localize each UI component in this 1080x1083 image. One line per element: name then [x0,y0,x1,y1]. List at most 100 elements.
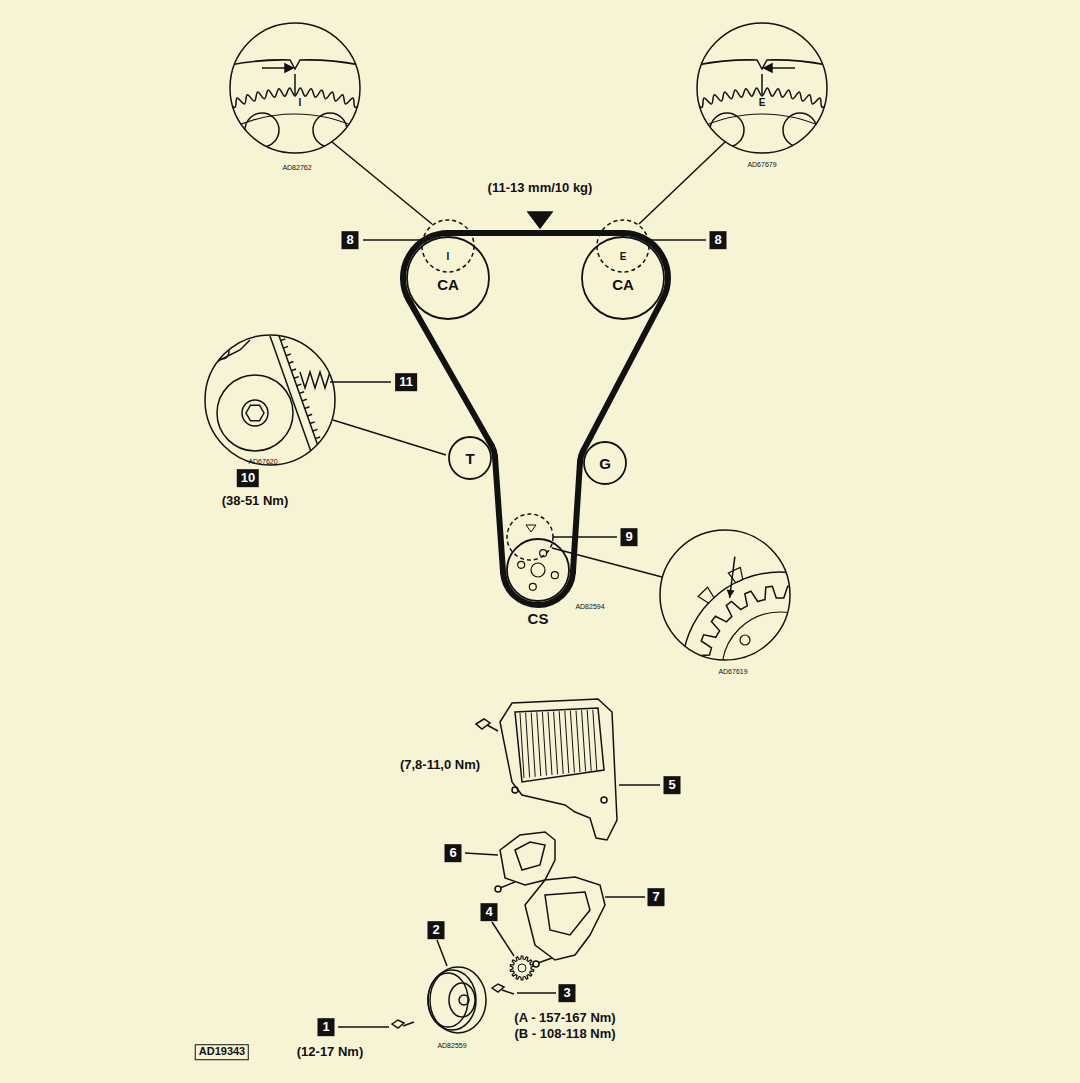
timing-belt [448,230,623,236]
detail-circle [697,23,827,153]
leader-line [363,239,422,241]
cover-rib [531,713,535,777]
cam-mark-detail [216,60,373,147]
drawing-part [500,699,617,840]
belt-teeth [289,362,294,364]
belt-teeth [313,429,318,431]
pulley-rim [407,237,489,319]
drawing-part [300,372,330,388]
drawing-part [601,797,607,803]
bolt [533,958,552,967]
gear-rim [692,114,832,132]
hole [740,635,750,645]
drawing-part [772,67,795,69]
belt-teeth [283,346,288,348]
cover-rib [520,713,524,778]
cover-rib [526,713,530,778]
timing-cover [500,699,617,840]
callout-number: 6 [445,844,462,862]
detail-circle [205,335,335,465]
leader-line [492,922,514,956]
callout-number: 3 [559,984,576,1002]
timing-belt [495,456,503,572]
drawing-part [278,333,323,460]
callout-number: 2 [428,921,445,939]
cover-lower [500,832,555,885]
drawing-part [428,973,468,1027]
belt-teeth [305,407,310,409]
drawing-part [495,886,501,892]
pulley-hole [518,561,525,568]
bolt [492,984,514,994]
pulley-label: CA [437,277,459,292]
callout-number: 10 [237,469,259,487]
drawing-part [502,990,514,994]
drawing-part [692,60,832,69]
drawing-part [449,983,475,1017]
drawing-part [761,74,763,95]
pulley-hole [529,583,536,590]
leader-line [639,142,725,224]
timing-letter: I [447,252,450,263]
figure-code: AD82594 [575,603,604,610]
spec-label: (A - 157-167 Nm) [514,1011,615,1025]
drawing-part [246,405,264,421]
timing-letter: E [759,98,766,109]
gear-teeth [510,956,534,980]
drawing-part [500,882,515,888]
drawing-part [515,708,604,782]
timing-belt [573,461,580,572]
drawing-part [525,877,605,960]
bolt [392,1020,414,1028]
belt-teeth [307,414,312,416]
detail-marker [597,220,649,272]
leader-line [333,420,446,455]
leader-line [332,142,432,224]
drawing-part [294,74,296,95]
callout-number: 8 [342,231,359,249]
drawing-part [476,719,490,729]
belt-teeth [315,437,320,439]
leader-line [553,536,617,538]
callout-number: 9 [621,528,638,546]
crank-mark-detail [682,557,878,768]
callout-number: 4 [481,903,498,921]
cam-mark-detail [683,60,840,147]
drawing-part [515,842,545,870]
housing-edge [682,572,878,768]
detail-marker [422,220,474,272]
pulley-label: CS [528,611,549,626]
timing-belt [409,300,492,445]
pulley: CS [506,538,570,602]
drawing-part [285,64,293,72]
hub [518,964,526,972]
belt-teeth [302,399,307,401]
bolt [476,719,498,731]
spec-label: (11-13 mm/10 kg) [488,181,593,195]
cover-inner [525,877,605,960]
gear-teeth [216,88,373,116]
spec-label: (B - 108-118 Nm) [514,1027,615,1041]
drawing-part [242,400,268,426]
figure-code: AD67679 [747,161,776,168]
cover-rib [548,712,552,775]
cover-rib [593,710,597,770]
drawing-part [217,375,293,451]
belt-teeth [291,369,296,371]
drawing-part [210,340,250,365]
cover-rib [582,710,586,771]
drawing-part [487,725,498,731]
belt-teeth [286,354,291,356]
figure-id: AD19343 [195,1044,249,1060]
spec-label: (12-17 Nm) [297,1045,363,1059]
timing-belt [583,299,663,451]
timing-mark [728,567,743,582]
belt-teeth [297,384,302,386]
pulley: CA [406,236,490,320]
spec-label: (38-51 Nm) [222,494,288,508]
drawing-part [225,60,365,69]
pulley-label: CA [612,277,634,292]
pulley-rim [584,442,626,484]
